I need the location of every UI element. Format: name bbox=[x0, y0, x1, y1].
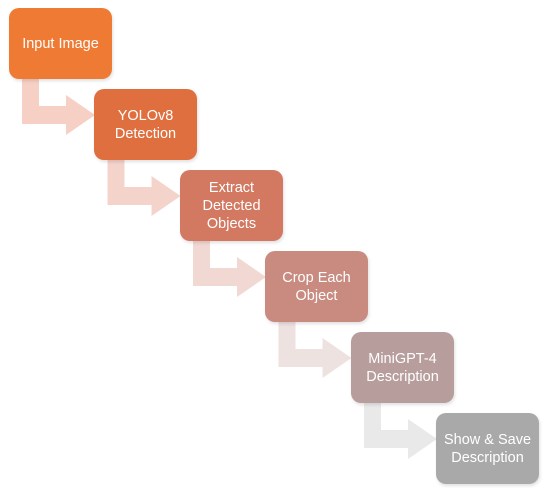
arrow-3 bbox=[193, 241, 266, 297]
arrow-5 bbox=[364, 403, 437, 459]
step-extract-detected-objects: Extract Detected Objects bbox=[180, 170, 283, 241]
step-yolov8-detection: YOLOv8 Detection bbox=[94, 89, 197, 160]
arrow-4 bbox=[278, 322, 352, 378]
step-show-save-description: Show & Save Description bbox=[436, 413, 539, 484]
step-crop-each-object: Crop Each Object bbox=[265, 251, 368, 322]
arrow-2 bbox=[107, 160, 181, 216]
step-input-image: Input Image bbox=[9, 8, 112, 79]
arrow-1 bbox=[22, 79, 95, 135]
step-minigpt4-description: MiniGPT-4 Description bbox=[351, 332, 454, 403]
